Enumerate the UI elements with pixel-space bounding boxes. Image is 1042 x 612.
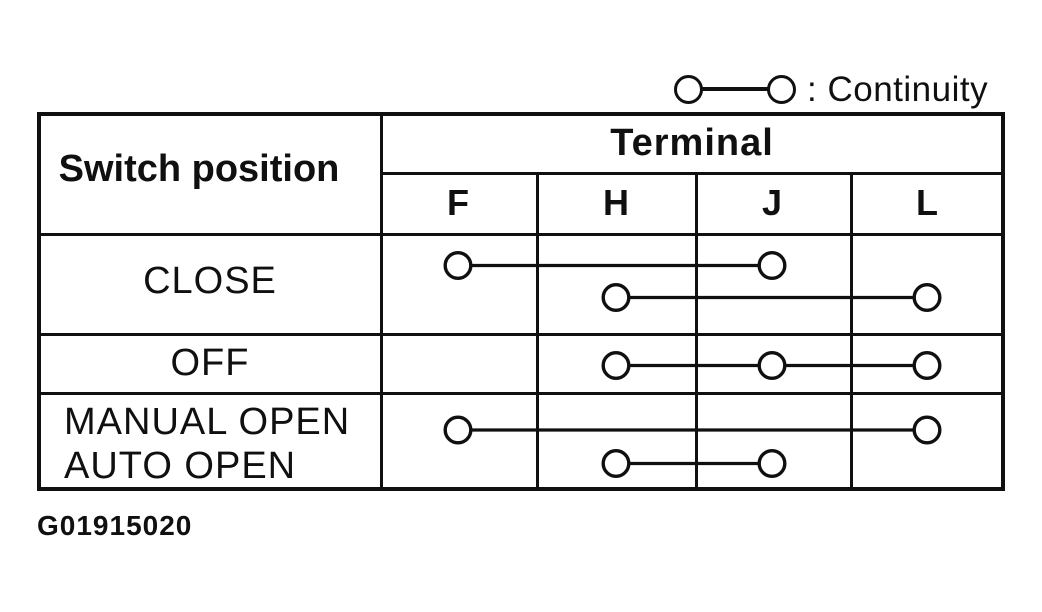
terminal-header-L: L bbox=[916, 182, 938, 223]
continuity-legend: : Continuity bbox=[674, 69, 989, 109]
terminal-group-header: Terminal bbox=[610, 122, 774, 164]
continuity-circle-icon bbox=[912, 283, 942, 313]
continuity-circle-icon bbox=[601, 449, 631, 479]
continuity-row-manual-open bbox=[443, 415, 942, 479]
continuity-circle-icon bbox=[912, 415, 942, 445]
continuity-circle-icon bbox=[601, 283, 631, 313]
continuity-circle-icon bbox=[674, 74, 703, 104]
legend-label: : Continuity bbox=[807, 69, 989, 109]
continuity-circle-icon bbox=[757, 351, 787, 381]
terminal-header-H: H bbox=[603, 182, 629, 223]
continuity-circle-icon bbox=[443, 250, 473, 280]
row-label-manual-open: MANUAL OPEN bbox=[64, 401, 351, 443]
continuity-circle-icon bbox=[767, 74, 796, 104]
continuity-row-close bbox=[443, 250, 942, 313]
terminal-header-J: J bbox=[761, 182, 783, 223]
row-label-close: CLOSE bbox=[143, 260, 277, 302]
continuity-row-off bbox=[601, 351, 942, 381]
row-label-manual-auto-open: MANUAL OPEN AUTO OPEN bbox=[64, 400, 350, 488]
switch-position-header: Switch position bbox=[58, 148, 340, 190]
continuity-circle-icon bbox=[757, 449, 787, 479]
continuity-circle-icon bbox=[443, 415, 473, 445]
continuity-circle-icon bbox=[912, 351, 942, 381]
continuity-circle-icon bbox=[601, 351, 631, 381]
row-label-off: OFF bbox=[170, 342, 250, 384]
row-label-auto-open: AUTO OPEN bbox=[64, 445, 297, 487]
continuity-circle-icon bbox=[757, 250, 787, 280]
figure-code: G01915020 bbox=[37, 510, 193, 541]
continuity-line-icon bbox=[701, 87, 769, 91]
table-grid bbox=[37, 112, 1005, 491]
terminal-header-F: F bbox=[447, 182, 469, 223]
